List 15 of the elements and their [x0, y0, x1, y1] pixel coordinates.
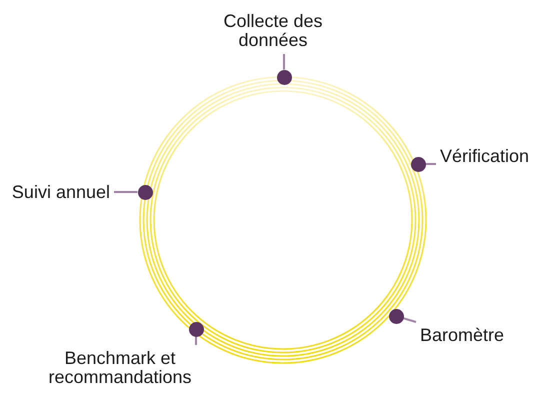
milestone-dot: [138, 184, 152, 200]
milestone-dot: [276, 70, 292, 84]
step-label: Suivi annuel: [4, 183, 110, 202]
leader-line: [283, 54, 285, 70]
leader-line: [402, 317, 416, 323]
leader-line: [114, 191, 138, 193]
step-label: Collecte des données: [213, 12, 333, 50]
leader-line: [426, 163, 436, 165]
milestone-dot: [188, 322, 204, 336]
milestone-dot: [410, 156, 426, 172]
step-label: Baromètre: [420, 326, 510, 345]
step-label: Benchmark et recommandations: [30, 349, 210, 387]
step-label: Vérification: [440, 147, 548, 166]
leader-line: [195, 336, 197, 345]
milestone-dot: [388, 308, 404, 324]
